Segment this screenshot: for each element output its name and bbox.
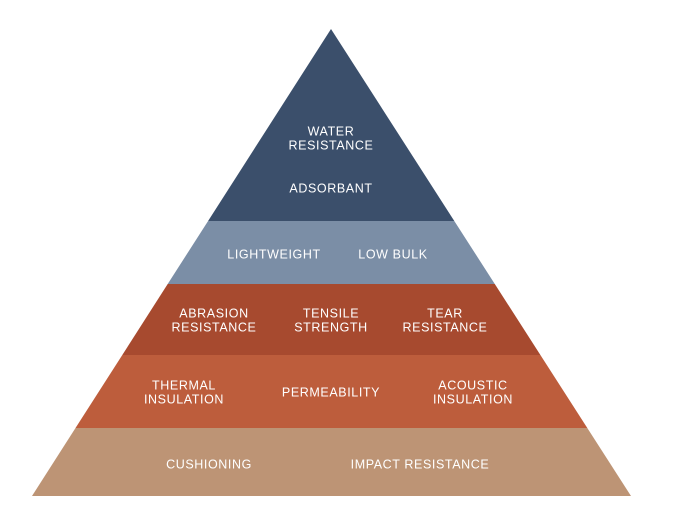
label-line: WATER	[308, 125, 355, 139]
label-line: RESISTANCE	[403, 321, 488, 335]
tier-2-band	[167, 221, 495, 284]
label-line: LIGHTWEIGHT	[227, 248, 320, 262]
label-line: PERMEABILITY	[282, 386, 380, 400]
tier-2-label-1: LIGHTWEIGHT	[227, 248, 320, 262]
tier-5-base-label-2: IMPACT RESISTANCE	[351, 458, 490, 472]
tier-2-label-2: LOW BULK	[358, 248, 427, 262]
label-line: INSULATION	[144, 393, 224, 407]
tier-1-top-label-2: ADSORBANT	[289, 182, 372, 196]
tier-4-band	[75, 355, 588, 428]
label-line: RESISTANCE	[289, 139, 374, 153]
label-line: STRENGTH	[294, 321, 368, 335]
tier-5-base-band	[32, 428, 631, 496]
tier-1-top-band	[208, 29, 455, 221]
label-line: TENSILE	[303, 307, 359, 321]
label-line: ACOUSTIC	[438, 379, 507, 393]
label-line: LOW BULK	[358, 248, 427, 262]
label-line: CUSHIONING	[166, 458, 252, 472]
tier-3-band	[122, 284, 541, 355]
label-line: RESISTANCE	[172, 321, 257, 335]
tier-4-label-2: PERMEABILITY	[282, 386, 380, 400]
label-line: ABRASION	[179, 307, 248, 321]
label-line: INSULATION	[433, 393, 513, 407]
label-line: IMPACT RESISTANCE	[351, 458, 490, 472]
label-line: THERMAL	[152, 379, 216, 393]
tier-5-base-label-1: CUSHIONING	[166, 458, 252, 472]
label-line: TEAR	[427, 307, 463, 321]
label-line: ADSORBANT	[289, 182, 372, 196]
